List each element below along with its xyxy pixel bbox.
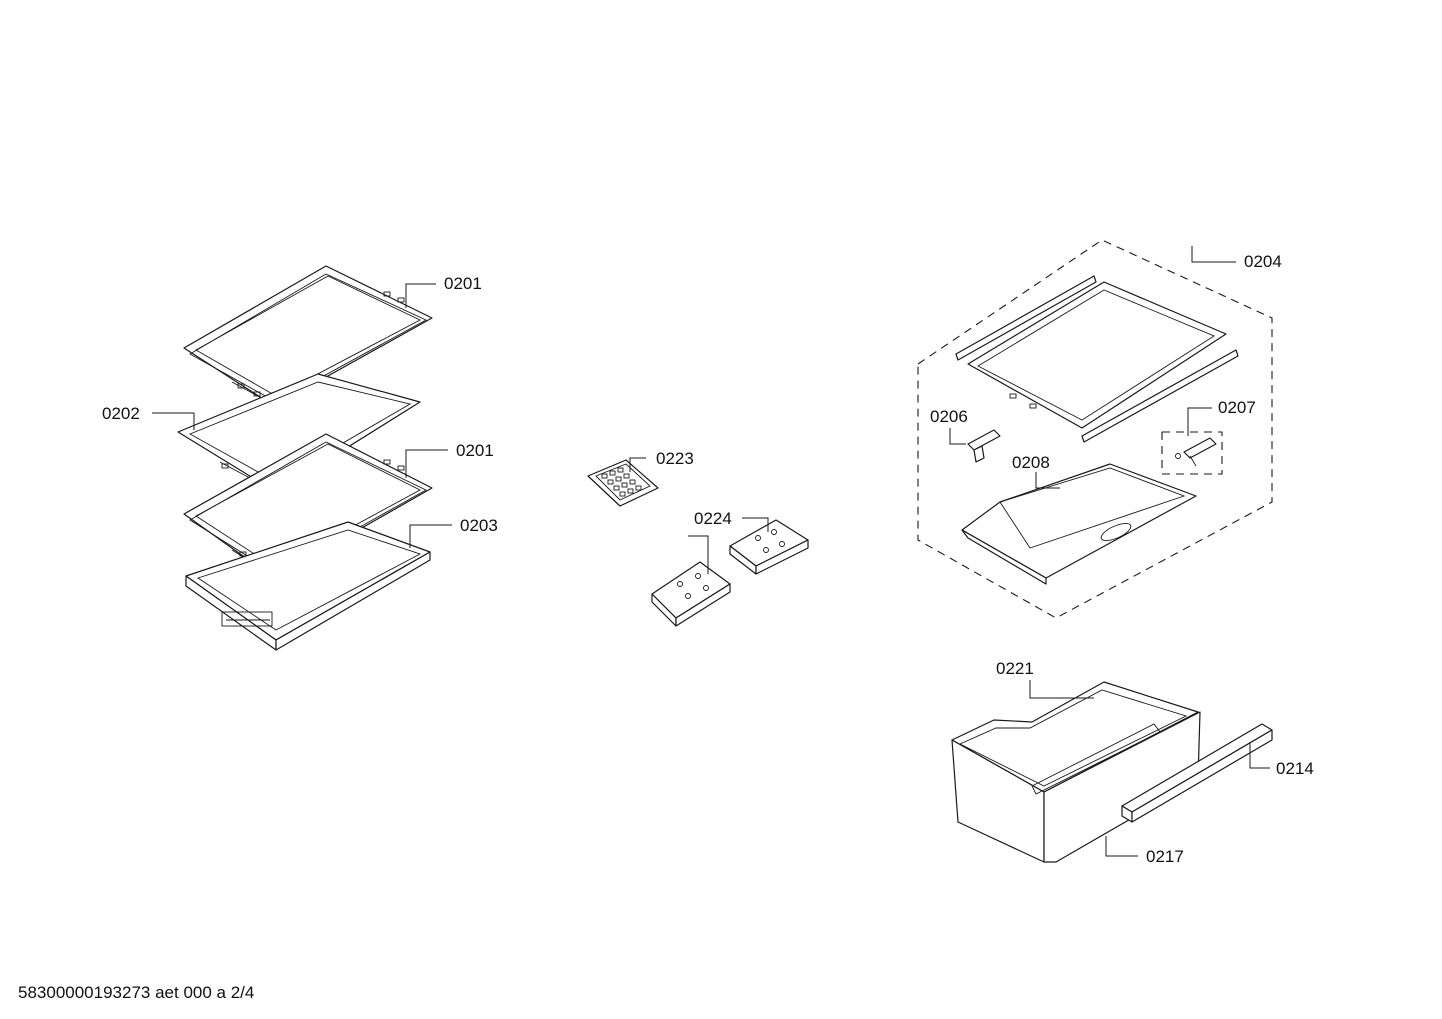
callout-0224: 0224: [694, 509, 732, 528]
drawer-shelf-0203: [185, 521, 431, 651]
drawer-0221: [951, 681, 1201, 863]
callout-0202: 0202: [102, 404, 140, 423]
glass-shelf-0201-top: [183, 265, 433, 407]
ice-tray-0223: [587, 459, 659, 507]
part-0207-outline: [1161, 431, 1223, 475]
callout-0208: 0208: [1012, 453, 1050, 472]
callout-0204: 0204: [1244, 252, 1282, 271]
hinge-0206: [967, 429, 1001, 463]
rail-0214: [1121, 723, 1273, 823]
cool-pack-0224-left: [651, 561, 731, 627]
cool-pack-0224-right: [729, 519, 809, 575]
callout-0214: 0214: [1276, 759, 1314, 778]
callout-0223: 0223: [656, 449, 694, 468]
callout-0207: 0207: [1218, 398, 1256, 417]
leader-lines: [152, 246, 1270, 857]
pin-0207: [1175, 437, 1217, 467]
shelf-0204: [955, 275, 1239, 443]
cover-0208: [961, 463, 1197, 585]
assembly-0204-outline: [917, 239, 1273, 619]
callout-0221: 0221: [996, 659, 1034, 678]
callout-0201-bottom: 0201: [456, 441, 494, 460]
callout-0206: 0206: [930, 407, 968, 426]
callout-0203: 0203: [460, 516, 498, 535]
callout-0201-top: 0201: [444, 274, 482, 293]
callout-0217: 0217: [1146, 847, 1184, 866]
drawing-number: 58300000193273 aet 000 a 2/4: [18, 983, 254, 1002]
glass-shelf-0202: [177, 373, 421, 493]
